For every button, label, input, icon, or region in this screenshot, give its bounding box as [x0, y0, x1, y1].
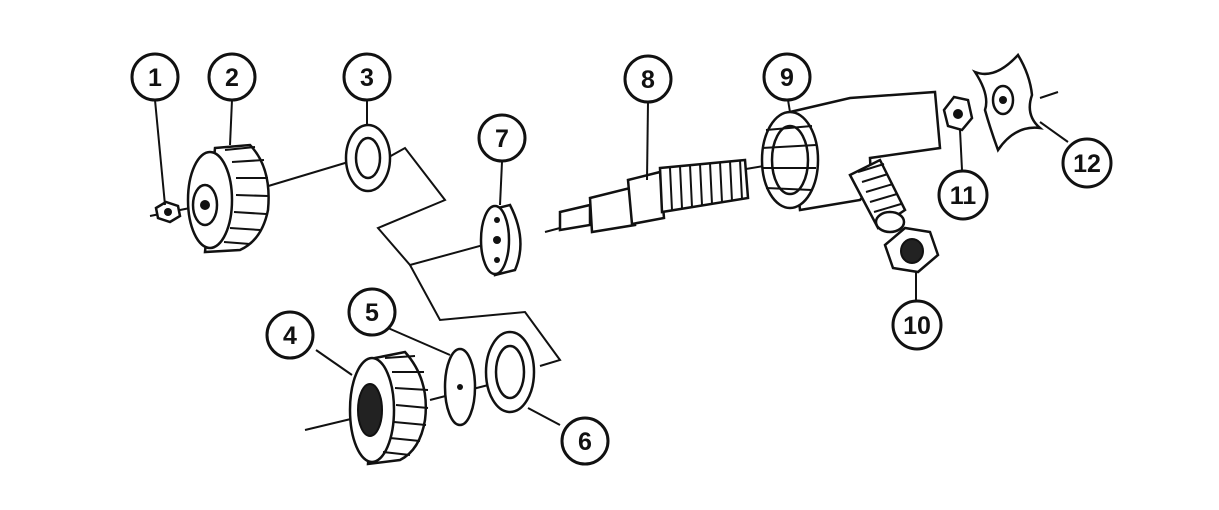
callout-11: 11: [937, 169, 989, 221]
part-spindle: [558, 158, 750, 234]
part-handle: [971, 52, 1044, 153]
callout-3-label: 3: [360, 64, 374, 92]
part-washer-lower: [484, 330, 536, 414]
part-thin-disc: [443, 347, 477, 427]
leader-lines: [154, 99, 1069, 426]
callout-3: 3: [342, 52, 392, 102]
part-hex-nut-small: [942, 95, 974, 132]
callout-5: 5: [347, 287, 397, 337]
callout-4-label: 4: [283, 322, 297, 350]
callout-10: 10: [891, 299, 943, 351]
part-small-nut: [154, 200, 182, 224]
callout-12: 12: [1061, 137, 1113, 189]
callout-6-label: 6: [578, 428, 592, 456]
callout-7-label: 7: [495, 125, 509, 153]
callout-10-label: 10: [903, 312, 931, 340]
callout-8: 8: [623, 54, 673, 104]
part-tee-body: [760, 90, 942, 234]
callout-4: 4: [265, 310, 315, 360]
callout-7: 7: [477, 113, 527, 163]
callout-6: 6: [560, 416, 610, 466]
callout-1: 1: [130, 52, 180, 102]
callout-1-label: 1: [148, 64, 162, 92]
callout-2-label: 2: [225, 64, 239, 92]
callout-8-label: 8: [641, 66, 655, 94]
part-washer-top: [344, 123, 392, 193]
part-hex-nut-lower: [883, 226, 940, 274]
callout-12-label: 12: [1073, 150, 1101, 178]
callout-9-label: 9: [780, 64, 794, 92]
callout-2: 2: [207, 52, 257, 102]
callout-9: 9: [762, 52, 812, 102]
part-ribbed-cap: [186, 143, 270, 254]
callout-5-label: 5: [365, 299, 379, 327]
part-disc-insert: [479, 203, 522, 277]
callout-11-label: 11: [950, 182, 977, 210]
part-ribbed-nut-lower: [348, 350, 429, 466]
